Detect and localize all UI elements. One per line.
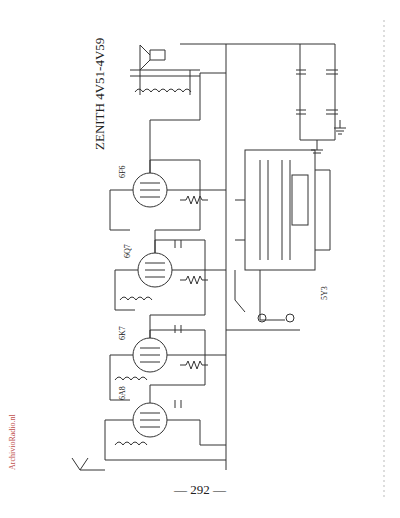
watermark: ArchivioRadio.nl — [8, 414, 17, 470]
pilot-lamp — [286, 314, 294, 322]
page-edge — [384, 20, 385, 500]
ground-symbol — [334, 120, 346, 134]
tube-type: 6K7 — [118, 326, 127, 340]
stage-wiring — [105, 73, 226, 460]
filter-capacitors — [296, 70, 338, 153]
speaker — [130, 45, 226, 95]
power-transformer — [235, 150, 330, 270]
tube-type: 6Q7 — [123, 244, 132, 258]
page-number: — 292 — — [174, 482, 226, 498]
tube-type: 6F6 — [118, 166, 127, 178]
antenna — [72, 458, 105, 470]
schematic-title: ZENITH 4V51-4V59 — [92, 38, 108, 150]
b-plus-wire — [180, 44, 335, 470]
vacuum-tubes — [133, 173, 172, 437]
pilot-lamp — [258, 314, 266, 322]
tube-type: 6A8 — [118, 386, 127, 400]
tube-type: 5Y3 — [320, 286, 329, 300]
mains-wiring — [226, 270, 300, 330]
